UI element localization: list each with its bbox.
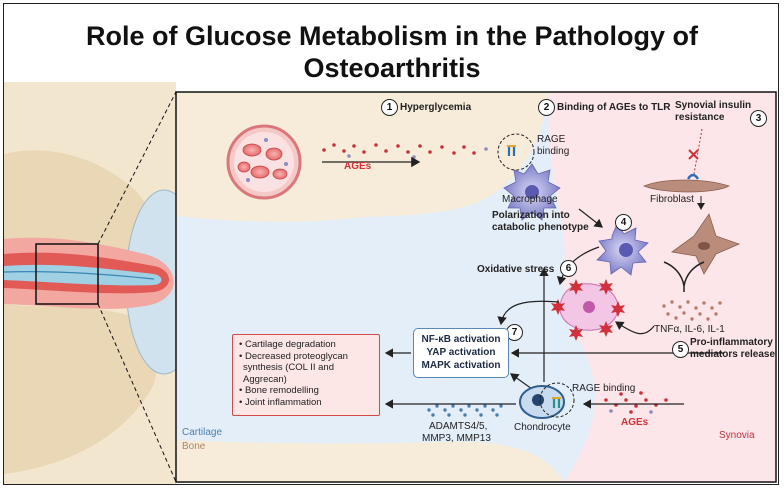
outcome-item: synthesis (COL II and Aggrecan) [243,362,334,385]
cartilage-label: Cartilage [182,427,223,438]
step-3-badge: 3 [750,110,767,127]
step-3-label-line-1: Synovial insulin [675,100,752,111]
step-6-label: Oxidative stress [477,264,555,275]
rage-binding-label-top-2: binding [537,146,570,157]
step-2-label: Binding of AGEs to TLR [557,102,671,113]
outcomes-box: • Cartilage degradation • Decreased prot… [232,334,380,416]
outcome-item: • Decreased proteoglycan [239,350,348,362]
outcome-item: • Cartilage degradation [239,339,336,350]
ages-label-bottom: AGEs [621,417,649,428]
blood-vessel-illustration [226,124,302,200]
macrophage-cell [497,133,561,221]
signaling-item-mapk: MAPK activation [421,360,501,371]
step-2-badge: 2 [538,99,555,116]
chondrocyte-cell [519,382,575,419]
chondrocyte-label: Chondrocyte [514,422,571,433]
outcome-item: • Joint inflammation [239,396,322,408]
step-4-badge: 4 [615,214,632,231]
synovia-label: Synovia [719,430,755,441]
step-4-label-line-2: catabolic phenotype [492,222,589,233]
fibroblast-cell [670,213,741,275]
cytokine-particles [662,300,722,321]
step-6-badge: 6 [560,260,577,277]
title-line-2: Osteoarthritis [303,53,481,83]
step-5-label-line-2: mediators release [690,349,776,360]
rage-binding-label-bottom: RAGE binding [572,383,636,394]
enzyme-particles [427,404,503,417]
step-1-badge: 1 [381,99,398,116]
diagram-canvas [4,82,777,484]
step-3-label-line-2: resistance [675,112,725,123]
fibroblast-label: Fibroblast [650,194,694,205]
enzymes-label-line-2: MMP3, MMP13 [422,433,491,444]
figure-frame: Role of Glucose Metabolism in the Pathol… [3,3,779,485]
enzymes-label-line-1: ADAMTS4/5, [429,421,488,432]
step-4-label-line-1: Polarization into [492,210,570,221]
bone-label: Bone [182,441,206,452]
step-5-badge: 5 [672,341,689,358]
polarized-macrophage [596,223,649,276]
outcome-item: • Bone remodelling [239,385,319,396]
rage-binding-label-top-1: RAGE [537,134,566,145]
macrophage-label: Macrophage [502,194,558,205]
cytokines-label: TNFα, IL-6, IL-1 [654,324,725,335]
oxidative-stress-cell [551,279,625,341]
title-line-1: Role of Glucose Metabolism in the Pathol… [85,21,699,51]
signaling-item-yap: YAP activation [426,347,496,358]
signaling-pathways-box: NF-κB activation YAP activation MAPK act… [413,328,509,378]
figure-title: Role of Glucose Metabolism in the Pathol… [4,20,778,84]
step-5-label-line-1: Pro-inflammatory [690,337,773,348]
signaling-item-nfkb: NF-κB activation [421,334,501,345]
step-1-label: Hyperglycemia [400,102,472,113]
ages-particles-top [322,143,488,159]
insulin-receptor [642,128,731,193]
knee-joint-illustration [4,82,203,484]
ages-label-top: AGEs [344,161,372,172]
